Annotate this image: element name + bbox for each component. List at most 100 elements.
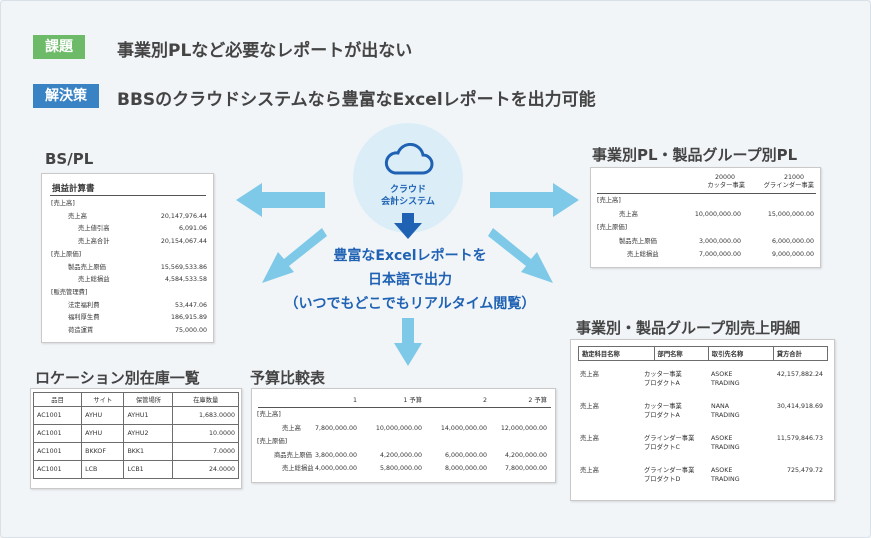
budget-header-cell: 1 予算 — [403, 397, 422, 404]
bspl-row-value: 53,447.06 — [174, 301, 207, 309]
budget-row-value: 10,000,000.00 — [375, 424, 422, 432]
sales-header-cell: 勘定科目名称 — [578, 346, 655, 361]
budget-divider — [258, 407, 551, 408]
center-line1: 豊富なExcelレポートを — [333, 248, 487, 264]
inventory-cell: AYHU — [81, 424, 125, 443]
sales-amount: 725,479.72 — [786, 467, 823, 474]
sales-customer-suffix: TRADING — [711, 380, 740, 387]
inventory-cell: BKKOF — [81, 442, 125, 461]
bspl-row-value: 6,091.06 — [178, 225, 207, 233]
sales-customer: ASOKE — [711, 467, 733, 474]
sales-customer-suffix: TRADING — [711, 412, 740, 419]
inventory-cell: AC1001 — [32, 442, 83, 461]
inventory-cell: BKK1 — [123, 442, 174, 461]
bspl-row-label: [売上高] — [51, 200, 75, 207]
budget-row-value: 12,000,000.00 — [500, 424, 547, 432]
inventory-header-cell: サイト — [81, 392, 125, 407]
budget-row-label: [売上高] — [257, 411, 281, 418]
inventory-cell: AYHU1 — [123, 406, 174, 425]
bspl-row-label: [売上原価] — [51, 250, 82, 258]
sales-amount: 42,157,882.24 — [776, 371, 823, 378]
segment-row-value: 7,000,000.00 — [698, 251, 741, 258]
inventory-cell: AYHU2 — [123, 424, 174, 443]
inventory-header-cell: 品目 — [32, 392, 83, 407]
bspl-row-value: 20,147,976.44 — [160, 212, 207, 220]
bspl-divider — [50, 195, 206, 196]
sales-dept-product: プロダクトC — [644, 444, 680, 451]
segment-row-value: 6,000,000.00 — [771, 237, 814, 245]
segment-row-value: 10,000,000.00 — [694, 210, 741, 218]
bspl-row-value: 75,000.00 — [174, 327, 207, 334]
budget-row-label: 売上高 — [282, 424, 301, 432]
budget-row-label: 売上総損益 — [282, 465, 314, 472]
bspl-row-label: 福利厚生費 — [68, 314, 100, 322]
segment-col2-name: グラインダー事業 — [763, 182, 814, 189]
arrow-down-right — [488, 228, 553, 283]
inventory-cell: 1,683.0000 — [172, 406, 239, 425]
budget-row-value: 6,000,000.00 — [444, 451, 487, 459]
cloud-label-line2: 会計システム — [381, 197, 435, 207]
inventory-cell: AYHU — [81, 406, 125, 425]
budget-row-value: 4,200,000.00 — [379, 451, 422, 459]
solution-text: BBSのクラウドシステムなら豊富なExcelレポートを出力可能 — [117, 90, 596, 110]
inventory-cell: LCB1 — [123, 460, 174, 479]
sales-dept: グラインダー事業 — [644, 467, 695, 474]
solution-label: 解決策 — [33, 84, 99, 108]
sales-account: 売上高 — [580, 467, 599, 474]
segment-row-label: 売上高 — [619, 210, 638, 218]
inventory-title: ロケーション別在庫一覧 — [35, 369, 200, 387]
cloud-label: クラウド 会計システム — [353, 184, 463, 208]
segment-col2-code: 21000 — [783, 174, 804, 181]
sales-customer-suffix: TRADING — [711, 444, 740, 451]
inventory-cell: 10.0000 — [172, 424, 239, 443]
problem-label: 課題 — [33, 35, 85, 59]
inventory-cell: 7.0000 — [172, 442, 239, 461]
bspl-row-label: [販売管理費] — [51, 288, 88, 296]
arrow-right — [490, 183, 579, 217]
cloud-label-line1: クラウド — [389, 185, 426, 195]
arrow-down — [394, 318, 422, 366]
inventory-header-cell: 保管場所 — [123, 392, 174, 407]
budget-row-value: 5,800,000.00 — [379, 465, 422, 472]
inventory-cell: AC1001 — [32, 406, 83, 425]
arrow-left — [236, 183, 325, 217]
budget-row-value: 3,800,000.00 — [314, 451, 357, 459]
bspl-row-value: 4,584,533.58 — [164, 276, 207, 284]
segment-row-label: 製品売上原価 — [619, 237, 657, 245]
inventory-header-row: 品目サイト保管場所在庫数量 — [32, 392, 239, 407]
segment-row-value: 9,000,000.00 — [771, 251, 814, 258]
bspl-row-label: 売上総損益 — [78, 276, 110, 284]
sales-customer-suffix: TRADING — [711, 476, 740, 483]
budget-header-cell: 2 — [482, 397, 487, 404]
bspl-row-label: 製品売上原価 — [68, 263, 106, 271]
budget-row-value: 4,000,000.00 — [314, 465, 357, 472]
sales-dept-product: プロダクトD — [644, 476, 681, 483]
bspl-row-label: 売上高 — [68, 212, 87, 220]
sales-header-cell: 取引先名称 — [707, 346, 774, 361]
segment-row-label: [売上高] — [597, 197, 621, 204]
inventory-cell: LCB — [81, 460, 125, 479]
segment-row-label: 売上総損益 — [627, 251, 659, 258]
segment-row-value: 15,000,000.00 — [767, 210, 814, 218]
budget-row-label: [売上原価] — [257, 438, 288, 445]
sales-detail-header-row: 勘定科目名称部門名称取引先名称貸方合計 — [578, 346, 829, 361]
sales-account: 売上高 — [580, 435, 599, 442]
sales-customer: ASOKE — [711, 435, 733, 442]
budget-title: 予算比較表 — [250, 369, 326, 387]
segment-pl-title: 事業別PL・製品グループ別PL — [592, 146, 798, 164]
bspl-row-label: 法定福利費 — [68, 301, 100, 309]
bspl-row-value: 15,569,533.86 — [160, 263, 207, 271]
budget-header-cell: 2 予算 — [528, 397, 547, 404]
budget-row-value: 7,800,000.00 — [504, 465, 547, 472]
budget-row-value: 8,000,000.00 — [444, 465, 487, 472]
budget-row-label: 商品売上原価 — [274, 451, 312, 459]
sales-dept: グラインダー事業 — [644, 435, 695, 442]
